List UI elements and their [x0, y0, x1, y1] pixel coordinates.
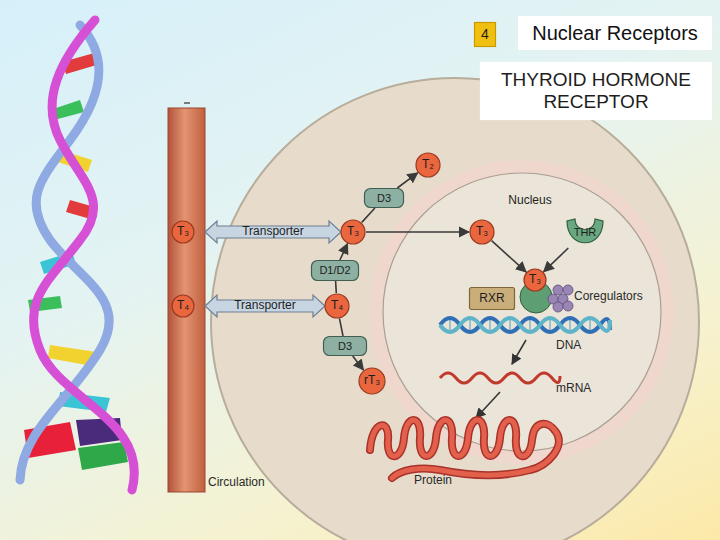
hormone-circle: T₃	[340, 219, 366, 245]
nucleus-circle: NucleusT₃ THR T₃ RXR	[382, 172, 662, 452]
coregulator-dot	[553, 302, 563, 312]
coregulator-dot	[553, 285, 563, 295]
hormone-circle: T₄	[171, 294, 195, 318]
nucleus-circle-fill	[383, 173, 661, 451]
node-text: T₃	[347, 225, 359, 239]
arrow-connector	[366, 231, 469, 233]
hormone-circle: T₂	[415, 152, 441, 178]
node-text: T₃	[476, 225, 488, 239]
hormone-circle-fill	[416, 153, 440, 177]
node-text: D1/D2	[319, 264, 350, 277]
heading-box-fill	[481, 63, 712, 120]
node-text: D3	[377, 192, 391, 205]
receptor-shape: THR	[566, 216, 604, 248]
arrow-connector	[340, 244, 348, 260]
annotation-label: Protein	[414, 473, 452, 487]
transporter-arrow-fill	[205, 295, 325, 317]
hormone-circle-fill	[341, 220, 365, 244]
hormone-circle: T₃	[469, 219, 495, 245]
enzyme-box-fill	[365, 189, 404, 208]
node-text: D3	[338, 340, 352, 353]
node-text: T₂	[422, 158, 434, 172]
node-text: THR	[574, 226, 597, 239]
blood-vessel	[168, 108, 205, 492]
enzyme-box-fill	[324, 337, 367, 356]
enzyme-box-fill	[312, 261, 359, 281]
hormone-circle-fill	[524, 269, 546, 291]
transporter-arrow: Transporter	[205, 295, 325, 317]
transporter-arrow-fill	[205, 221, 341, 243]
arrow-connector	[340, 319, 344, 336]
helix-rung	[78, 442, 128, 470]
transporter-arrow: Transporter	[205, 221, 341, 243]
cell-body	[211, 78, 699, 540]
annotation-label: Circulation	[208, 475, 265, 489]
rxr-box-fill	[470, 288, 515, 310]
rxr-box: RXR	[469, 287, 515, 310]
node-text: T₄	[177, 299, 189, 313]
hormone-circle-fill	[325, 294, 349, 318]
hormone-circle-fill	[470, 220, 494, 244]
node-text: 4	[481, 26, 489, 42]
hormone-circle: T₄	[324, 293, 350, 319]
coregulator-dot	[563, 301, 573, 311]
node-text: RXR	[479, 292, 504, 306]
heading-box: THYROID HORMONE RECEPTOR	[480, 62, 712, 120]
helix-strand	[34, 20, 135, 490]
dna-helix-decoration	[20, 20, 134, 490]
hormone-circle-fill	[172, 221, 194, 243]
node-text: rT₃	[364, 374, 380, 388]
hormone-circle: T₃	[523, 268, 547, 292]
callout-number-fill	[475, 23, 496, 47]
node-text: THYROID HORMONE RECEPTOR	[494, 69, 698, 113]
enzyme-box: D3	[323, 336, 367, 356]
nucleus-circle-outline	[382, 172, 662, 452]
node-text: Transporter	[242, 225, 304, 239]
arrow-connector	[362, 208, 375, 222]
coregulator-dot	[563, 285, 573, 295]
slide-title: Nuclear Receptors	[518, 16, 712, 50]
annotation-label: mRNA	[556, 381, 591, 395]
node-text: T₄	[331, 299, 343, 313]
arrow-connector	[397, 173, 417, 188]
hormone-circle: T₃	[171, 220, 195, 244]
hormone-circle: rT₃	[358, 367, 386, 395]
arrow-connector	[353, 356, 364, 370]
receptor-shape-fill	[567, 219, 603, 243]
hormone-circle-fill	[172, 295, 194, 317]
annotation-label: Coregulators	[574, 289, 643, 303]
hormone-circle-fill	[359, 368, 385, 394]
callout-number: 4	[474, 22, 496, 47]
enzyme-box: D1/D2	[311, 260, 359, 281]
node-text: T₃	[177, 225, 189, 239]
node-text: Nucleus	[382, 194, 662, 208]
enzyme-box: D3	[364, 188, 404, 208]
node-text: Transporter	[234, 299, 296, 313]
arrow-connector	[335, 281, 337, 293]
annotation-label: DNA	[556, 338, 581, 352]
tick-mark	[184, 102, 190, 104]
node-text: T₃	[529, 273, 541, 287]
